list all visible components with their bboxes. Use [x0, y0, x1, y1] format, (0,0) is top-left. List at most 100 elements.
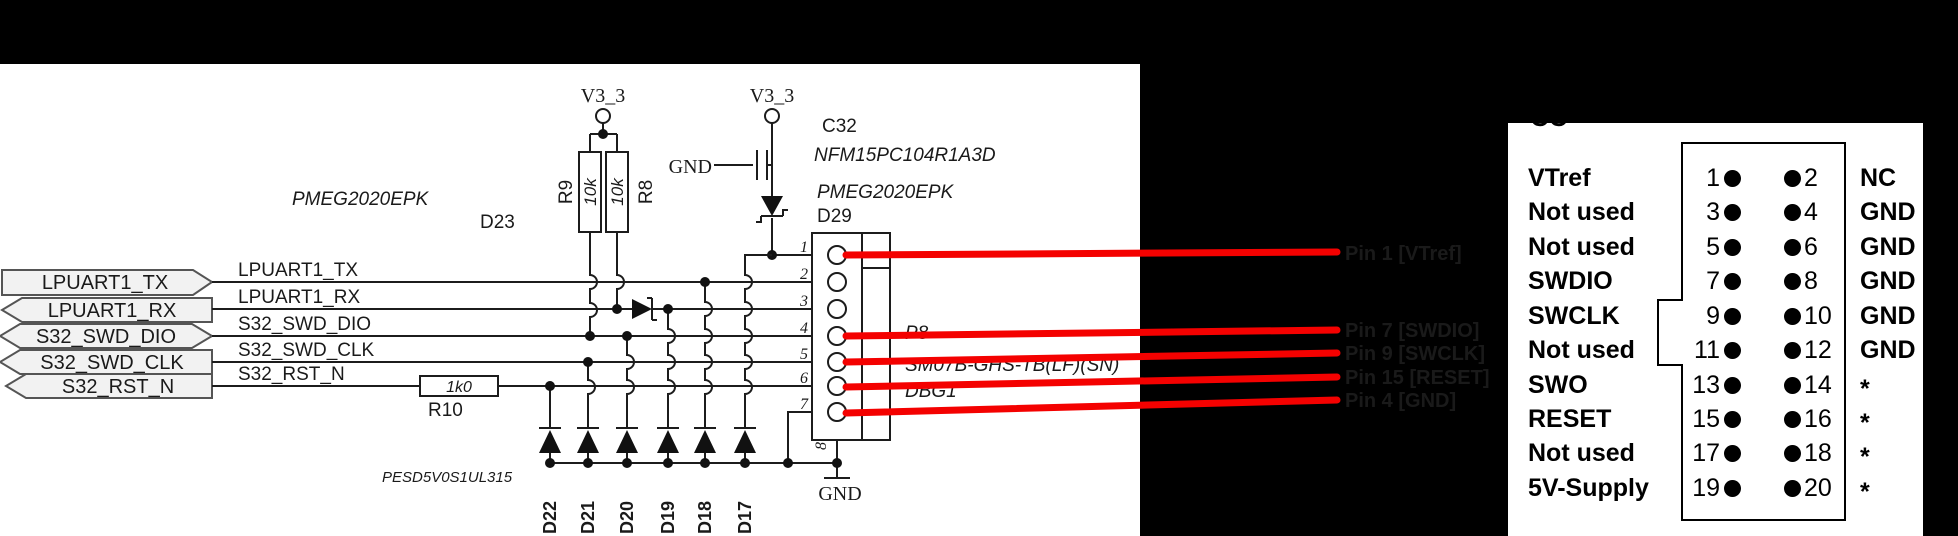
net-labels: LPUART1_TX LPUART1_RX S32_SWD_DIO S32_SW…: [238, 260, 375, 385]
pin-function-label: Not used: [1528, 233, 1635, 261]
v33-net-label: V3_3: [581, 85, 625, 107]
pin-function-label: SWCLK: [1528, 302, 1620, 330]
esd-ref-labels: D22 D21 D20 D19 D18 D17: [540, 501, 755, 534]
flag-label: S32_SWD_DIO: [36, 326, 176, 348]
annotation-label: Pin 7 [SWDIO]: [1345, 320, 1479, 342]
pin-function-label: GND: [1860, 267, 1916, 295]
pin-dot-icon: [1784, 445, 1801, 462]
vtref-branch: V3_3 GND C32 NFM15PC104R1A3D PMEG2020EPK…: [669, 85, 996, 260]
pin-function-label: VTref: [1528, 164, 1591, 192]
r8-ref: R8: [636, 180, 657, 204]
flag-label: LPUART1_TX: [42, 272, 168, 294]
flag-label: S32_RST_N: [62, 376, 174, 398]
pin-function-label: GND: [1860, 233, 1916, 261]
pin-function-label: GND: [1860, 302, 1916, 330]
pin-number: 6: [1804, 233, 1818, 261]
net-label: S32_SWD_CLK: [238, 340, 375, 361]
pin-dot-icon: [1784, 239, 1801, 256]
pin-number: 8: [813, 442, 830, 450]
pin-dot-icon: [1784, 273, 1801, 290]
pullup-resistors: V3_3 R9 10k 10k R8: [556, 85, 657, 336]
pin-dot-icon: [1784, 170, 1801, 187]
pin-dot-icon: [1724, 411, 1741, 428]
pin-dot-icon: [1784, 411, 1801, 428]
pin-dot-icon: [1724, 273, 1741, 290]
pin-dot-icon: [1724, 204, 1741, 221]
pin-number: 3: [799, 293, 808, 310]
pin-dot-icon: [1724, 239, 1741, 256]
pin-number: 14: [1804, 371, 1832, 399]
pin-dot-icon: [1724, 480, 1741, 497]
annotation-label: Pin 4 [GND]: [1345, 390, 1456, 412]
net-label: S32_RST_N: [238, 364, 345, 385]
resistor-r10: 1k0 R10: [419, 375, 499, 421]
d29-ref-label: D29: [817, 206, 852, 227]
pin-number: 5: [1706, 233, 1720, 261]
connector-name: DBG1: [905, 381, 957, 402]
diode-d29: [761, 196, 783, 216]
c32-part-label: NFM15PC104R1A3D: [814, 145, 996, 166]
connector-ref: P8: [905, 323, 929, 344]
pin-dot-icon: [1724, 170, 1741, 187]
pin-number: 5: [800, 346, 808, 363]
pin-function-label: GND: [1860, 198, 1916, 226]
pin-number: 11: [1694, 336, 1720, 364]
pin-number: 13: [1692, 371, 1720, 399]
pin-dot-icon: [1784, 342, 1801, 359]
pin-number: 1: [1706, 164, 1720, 192]
flag-label: LPUART1_RX: [48, 300, 177, 322]
pinout-connector-outline: [1657, 142, 1846, 521]
schematic-panel: LPUART1_TX LPUART1_RX S32_SWD_DIO S32_SW…: [0, 64, 1140, 536]
signal-flags: LPUART1_TX LPUART1_RX S32_SWD_DIO S32_SW…: [0, 269, 214, 399]
debug-connector: 1 2 3 4 5 6 7 8 P8 SM07B-GHS-TB(LF)(SN) …: [799, 232, 1119, 450]
r9-ref: R9: [556, 180, 577, 204]
pin-number: 19: [1692, 474, 1720, 502]
v33-power-symbol: [764, 108, 780, 124]
pin-number: 16: [1804, 405, 1832, 433]
pin-number: 6: [800, 370, 808, 387]
pin-function-label: *: [1860, 409, 1870, 437]
pin-function-label: Not used: [1528, 336, 1635, 364]
pin-dot-icon: [1784, 308, 1801, 325]
annotation-label: Pin 9 [SWCLK]: [1345, 343, 1485, 365]
pin-number: 7: [800, 396, 809, 413]
esd-ref: D19: [658, 501, 678, 534]
pin-number: 7: [1706, 267, 1720, 295]
pin-number: 12: [1804, 336, 1832, 364]
pin-function-label: RESET: [1528, 405, 1612, 433]
schematic-drawing: LPUART1_TX LPUART1_RX S32_SWD_DIO S32_SW…: [0, 85, 1119, 534]
esd-ref: D22: [540, 501, 560, 534]
esd-ref: D18: [695, 501, 715, 534]
pinout-row: Not used 11 12 GND: [1508, 333, 1923, 367]
pin-function-label: NC: [1860, 164, 1897, 192]
connector-pin-numbers: 1 2 3 4 5 6 7 8: [799, 239, 830, 450]
pin-dot-icon: [1784, 204, 1801, 221]
pin-number: 8: [1804, 267, 1818, 295]
pin-dot-icon: [1724, 377, 1741, 394]
pin-function-label: SWO: [1528, 371, 1588, 399]
esd-ref: D20: [617, 501, 637, 534]
flag-lpuart1-tx: [1, 269, 214, 296]
pin-function-label: *: [1860, 478, 1870, 506]
pin-dot-icon: [1784, 480, 1801, 497]
r10-value: 1k0: [446, 379, 472, 396]
annotation-labels: Pin 1 [VTref] Pin 7 [SWDIO] Pin 9 [SWCLK…: [1345, 243, 1489, 412]
net-label: LPUART1_TX: [238, 260, 358, 281]
connector-part: SM07B-GHS-TB(LF)(SN): [905, 355, 1119, 376]
esd-ref: D21: [578, 501, 598, 534]
v33-power-symbol: [595, 108, 611, 124]
gnd-net-label: GND: [669, 156, 712, 178]
pin-function-label: GND: [1860, 336, 1916, 364]
pin-function-label: Not used: [1528, 439, 1635, 467]
pin-number: 17: [1692, 439, 1720, 467]
pin-function-label: 5V-Supply: [1528, 474, 1649, 502]
gnd-net-label: GND: [818, 483, 861, 505]
